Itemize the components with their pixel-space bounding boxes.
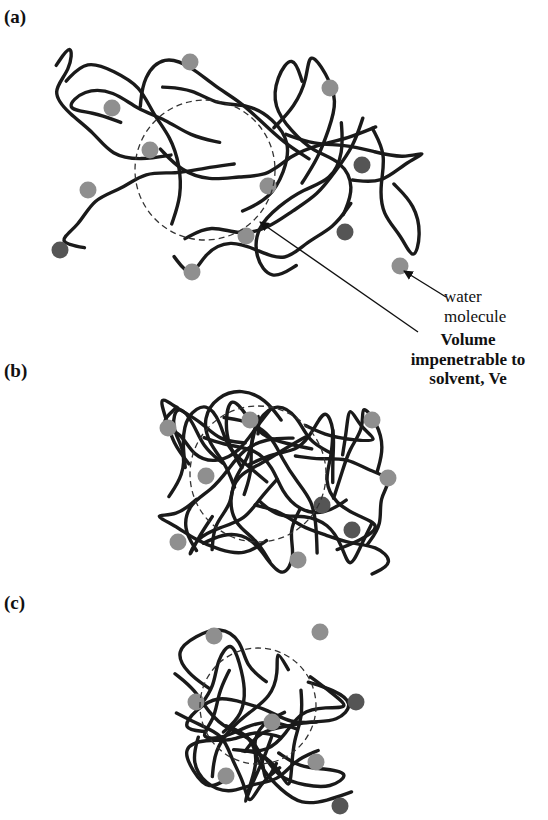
water-molecule-dot	[380, 470, 397, 487]
polymer-chain	[187, 733, 280, 786]
polymer-chains	[56, 50, 422, 803]
water-molecule-dot	[314, 497, 331, 514]
polymer-chain	[242, 677, 344, 751]
excluded-volume-circle	[200, 648, 316, 764]
polymer-chain	[66, 65, 180, 224]
water-molecule-dot	[160, 420, 177, 437]
leader-line	[404, 271, 446, 297]
water-molecule-dot	[182, 54, 199, 71]
polymer-chain	[306, 412, 373, 455]
water-molecule-dot	[104, 100, 121, 117]
water-molecule-dot	[308, 754, 325, 771]
polymer-chain	[204, 670, 295, 738]
polymer-chain	[56, 50, 171, 159]
callout-label: Volume impenetrable to solvent, Ve	[392, 330, 544, 389]
water-molecule-dot	[188, 694, 205, 711]
water-molecule-dot	[264, 714, 281, 731]
water-molecule-dot	[290, 552, 307, 569]
water-molecule-dot	[198, 468, 215, 485]
water-molecule-dot	[354, 157, 371, 174]
polymer-chain	[255, 505, 388, 574]
polymer-chain	[185, 118, 363, 238]
callout-label: water molecule	[444, 287, 548, 326]
leader-lines	[260, 222, 446, 332]
polymer-chain	[190, 479, 277, 553]
polymer-chain	[64, 164, 234, 248]
water-molecules	[52, 54, 409, 815]
water-molecule-dot	[337, 224, 354, 241]
water-molecule-dot	[344, 522, 361, 539]
polymer-chain	[274, 58, 335, 183]
polymer-chain	[140, 60, 309, 159]
polymer-chain	[212, 655, 288, 776]
water-molecule-dot	[80, 182, 97, 199]
water-molecule-dot	[170, 534, 187, 551]
water-molecule-dot	[206, 628, 223, 645]
polymer-chain	[71, 90, 220, 142]
leader-line	[260, 222, 418, 332]
polymer-chain	[231, 437, 305, 561]
panel-label: (b)	[4, 360, 27, 382]
water-molecule-dot	[184, 264, 201, 281]
water-molecule-dot	[242, 412, 259, 429]
water-molecule-dot	[312, 624, 329, 641]
polymer-chain	[327, 430, 375, 549]
panel-label: (c)	[4, 592, 25, 614]
water-molecule-dot	[332, 798, 349, 815]
water-molecule-dot	[218, 768, 235, 785]
excluded-volume-circles	[135, 100, 326, 764]
water-molecule-dot	[52, 242, 69, 259]
excluded-volume-circle	[190, 406, 326, 542]
water-molecule-dot	[322, 80, 339, 97]
polymer-chain	[174, 203, 351, 272]
water-molecule-dot	[348, 694, 365, 711]
water-molecule-dot	[142, 142, 159, 159]
polymer-chain	[256, 123, 342, 275]
water-molecule-dot	[364, 412, 381, 429]
polymer-chain	[372, 128, 419, 254]
panel-label: (a)	[4, 6, 26, 28]
excluded-volume-circle	[135, 100, 275, 240]
